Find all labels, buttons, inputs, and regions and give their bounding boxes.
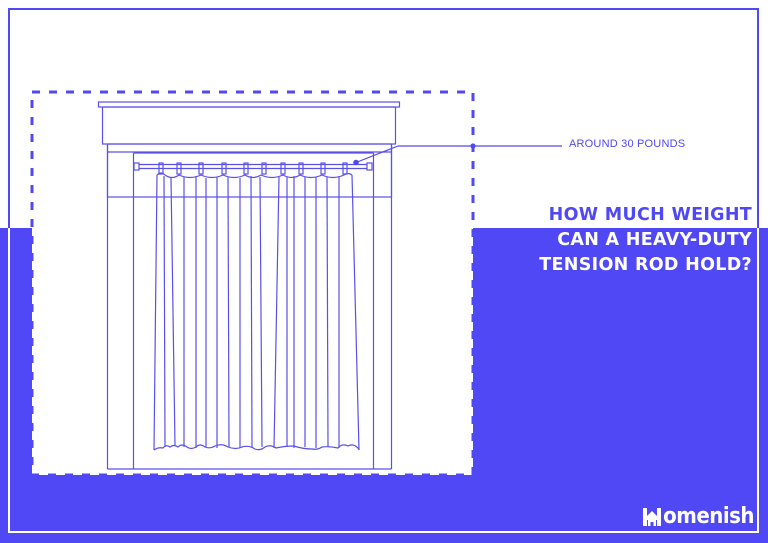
callout-label: AROUND 30 POUNDS (569, 138, 686, 150)
window-drawing (97, 101, 401, 470)
callout-leader-diagonal (355, 145, 399, 164)
curtain-folds (163, 175, 340, 449)
homenish-logo: omenish (642, 504, 754, 529)
curtain-left-edge (153, 174, 158, 451)
outer-frame-bottom (8, 228, 759, 533)
callout-dashed-intersect-dot (470, 143, 476, 149)
rod-end-left (133, 162, 140, 171)
curtain-top-edge (156, 172, 353, 179)
dashed-boundary (30, 90, 475, 477)
curtain-right-edge (351, 174, 360, 451)
rod-end-right (366, 162, 373, 171)
outer-frame-top (8, 8, 759, 228)
callout-leader (353, 143, 562, 166)
title-line-2: CAN A HEAVY-DUTY (557, 230, 752, 250)
logo-text: omenish (663, 504, 754, 529)
house-icon (643, 507, 662, 526)
curtain-bottom-hem (153, 444, 360, 451)
title-line-3: TENSION ROD HOLD? (539, 255, 752, 275)
title-line-1: HOW MUCH WEIGHT (548, 205, 752, 225)
page-title: HOW MUCH WEIGHT CAN A HEAVY-DUTY TENSION… (539, 203, 752, 278)
curtain-rings (158, 162, 348, 175)
dashed-box-fill (32, 92, 473, 475)
